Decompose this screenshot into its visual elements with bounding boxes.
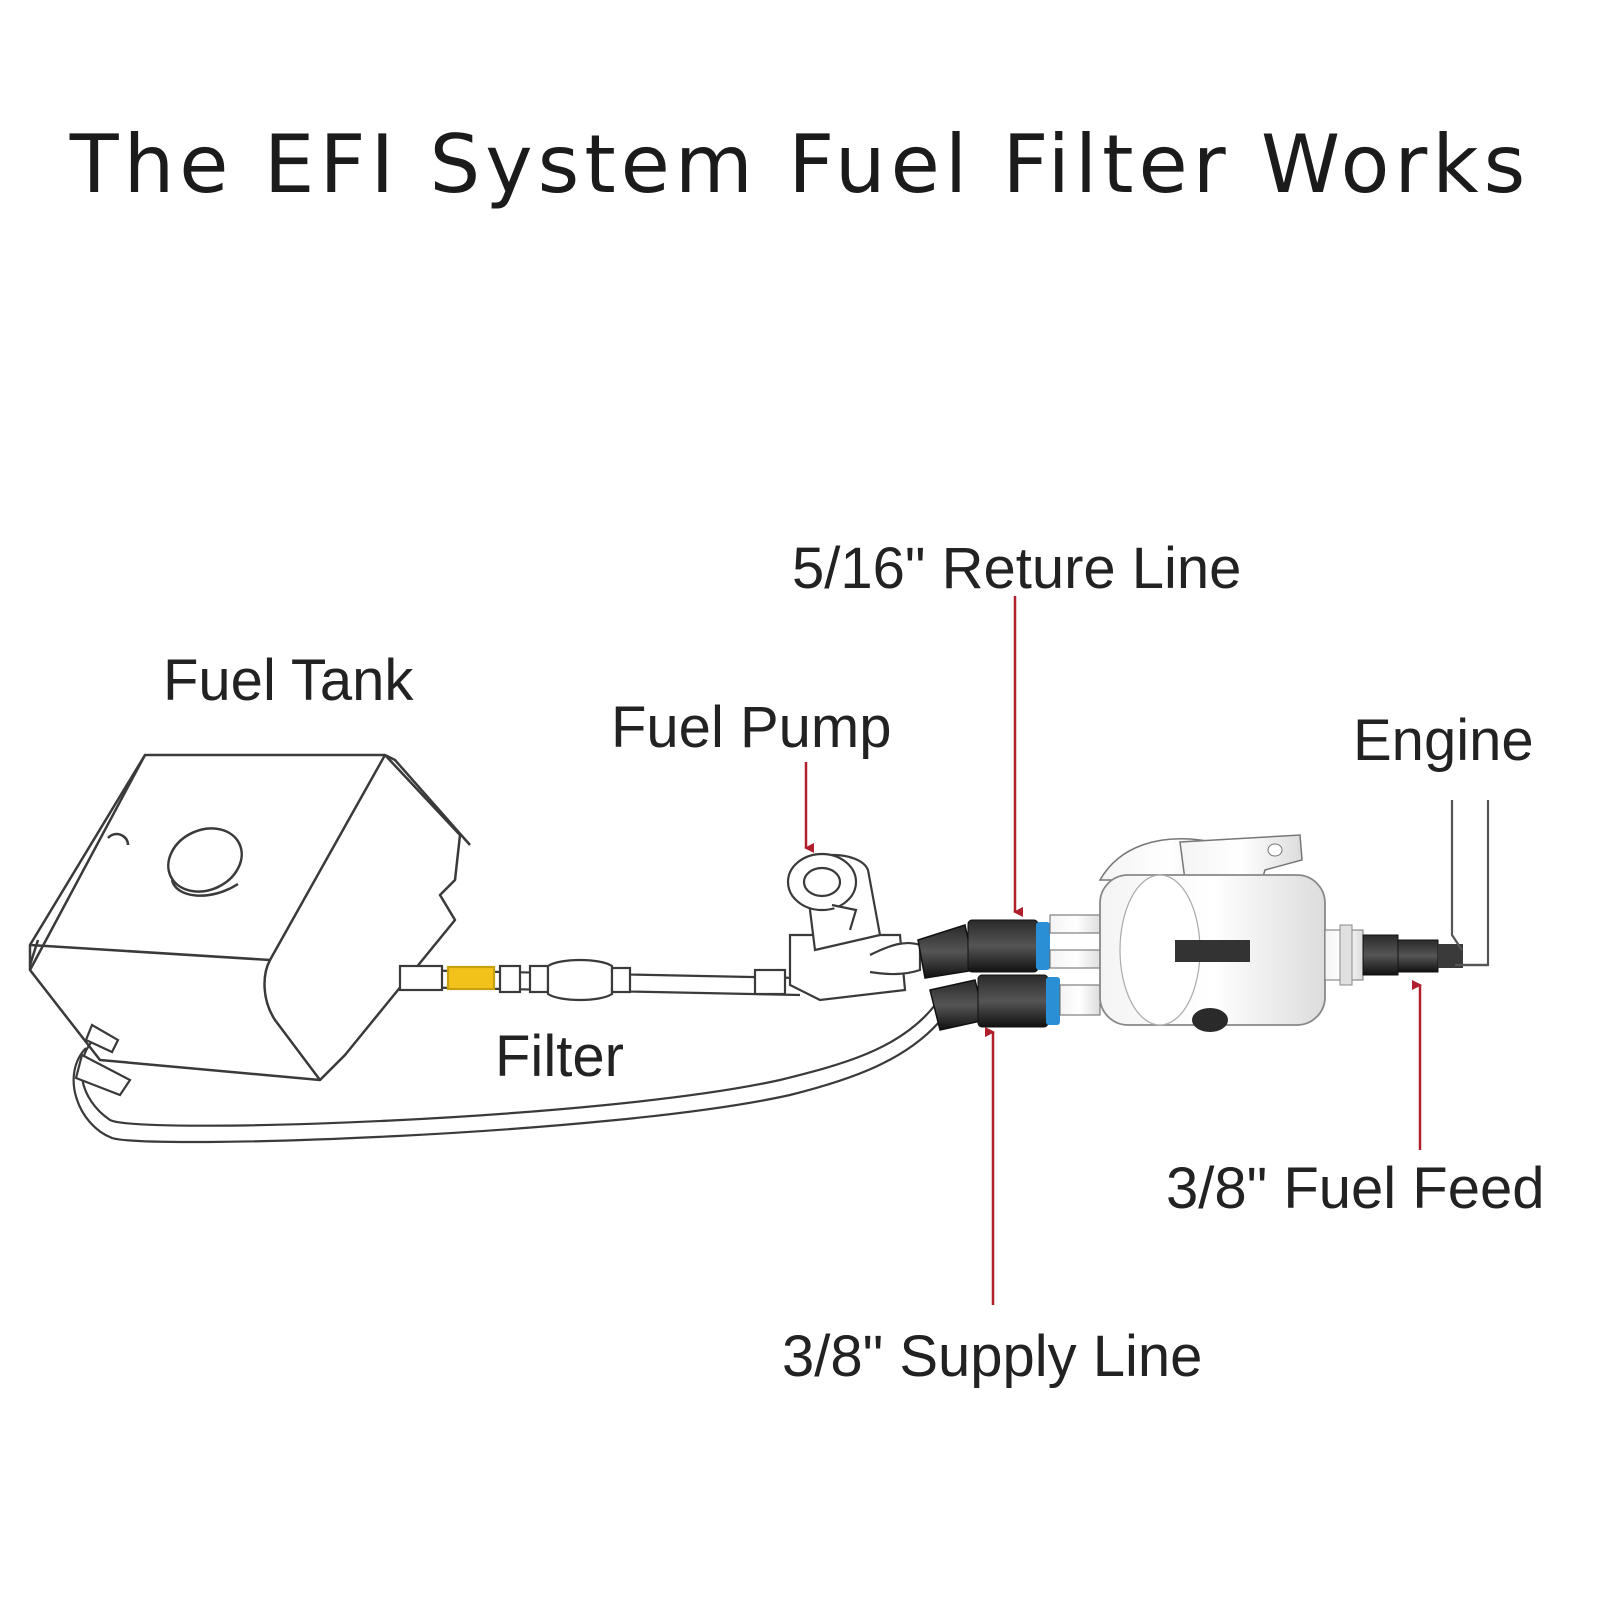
callout-arrows xyxy=(804,596,1422,1305)
lower-fitting xyxy=(929,974,1101,1031)
return-hose xyxy=(72,1004,946,1144)
return-line-label: 5/16" Reture Line xyxy=(792,536,1242,601)
fuel-pump-drawing xyxy=(786,852,922,1002)
feed-fitting xyxy=(1362,934,1463,976)
regulator-body xyxy=(1098,834,1364,1032)
fuel-feed-label: 3/8" Fuel Feed xyxy=(1166,1156,1545,1221)
engine-lines xyxy=(1450,800,1490,967)
filter-label: Filter xyxy=(495,1024,624,1089)
fuel-tank-drawing xyxy=(28,753,471,1082)
fuel-tank-label: Fuel Tank xyxy=(163,648,414,713)
engine-label: Engine xyxy=(1353,708,1534,773)
upper-fitting xyxy=(917,914,1103,979)
supply-hose xyxy=(398,958,801,1002)
supply-line-label: 3/8" Supply Line xyxy=(782,1324,1203,1389)
diagram-title: The EFI System Fuel Filter Works xyxy=(69,118,1531,211)
fuel-pump-label: Fuel Pump xyxy=(611,695,892,760)
